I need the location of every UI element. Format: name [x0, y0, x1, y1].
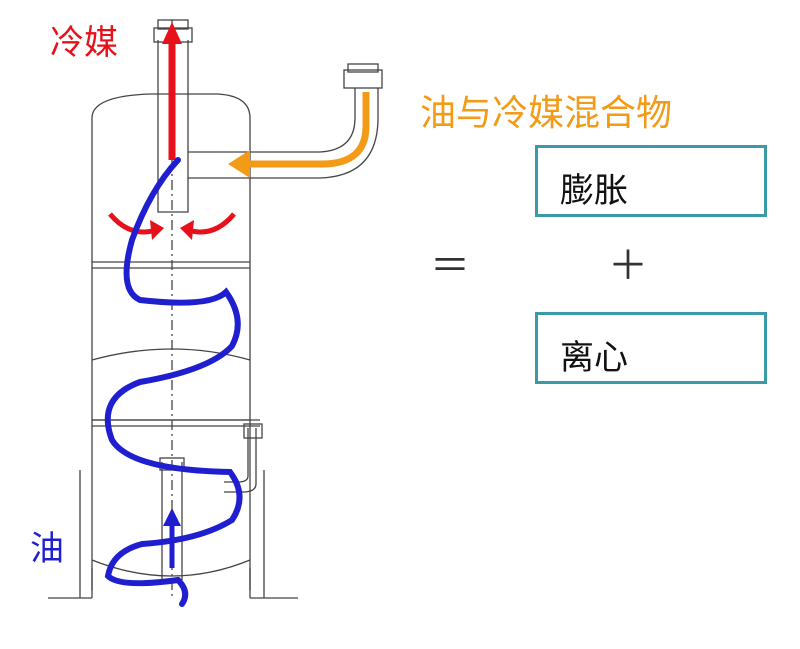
- centrifugal-box: 离心: [535, 312, 767, 384]
- separator-vessel: [48, 19, 383, 600]
- oil-label: 油: [30, 529, 64, 569]
- centrifugal-text: 离心: [560, 338, 628, 378]
- plus-sign: ＋: [608, 243, 648, 289]
- equals-sign: ＝: [430, 243, 470, 289]
- refrigerant-flow-arrow: [162, 22, 182, 160]
- oil-flow-path: [104, 157, 243, 607]
- expansion-box: 膨胀: [535, 145, 767, 217]
- swirl-arrows: [108, 212, 236, 240]
- expansion-text: 膨胀: [560, 171, 628, 211]
- mixture-inlet-arrow: [228, 92, 370, 178]
- refrigerant-label: 冷媒: [50, 23, 118, 63]
- mixture-label: 油与冷媒混合物: [420, 93, 673, 134]
